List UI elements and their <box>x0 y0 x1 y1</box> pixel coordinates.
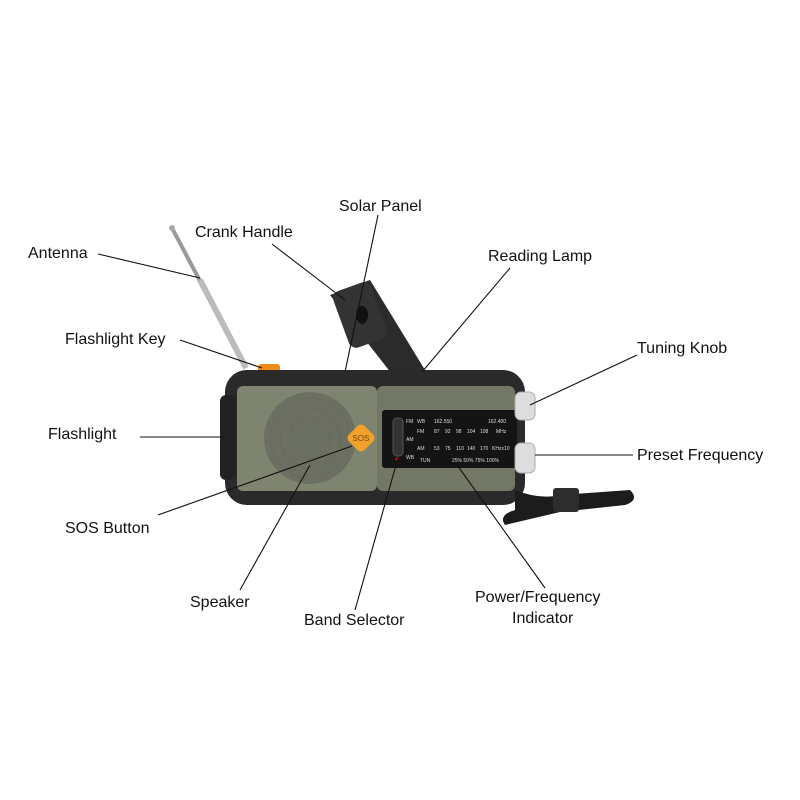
callout-lines <box>97 214 638 611</box>
svg-text:110: 110 <box>456 446 464 452</box>
speaker <box>264 392 356 484</box>
svg-text:104: 104 <box>467 429 476 435</box>
tuning-knob[interactable] <box>514 391 536 421</box>
crank-handle <box>330 280 425 378</box>
dial-display <box>382 410 517 468</box>
svg-text:KHzx10: KHzx10 <box>492 446 510 452</box>
dial-band-fm: FM <box>406 419 413 425</box>
svg-text:98: 98 <box>456 429 462 435</box>
antenna <box>169 225 249 370</box>
label-band-selector: Band Selector <box>304 612 405 629</box>
label-speaker: Speaker <box>190 594 250 611</box>
flashlight <box>220 395 236 480</box>
svg-text:FM: FM <box>417 429 424 435</box>
band-selector[interactable] <box>392 417 404 457</box>
power-frequency-indicator: 25% 50% 75% 100% <box>452 458 500 464</box>
label-sos-button: SOS Button <box>65 520 150 537</box>
svg-text:87: 87 <box>434 429 440 435</box>
label-reading-lamp: Reading Lamp <box>488 248 592 265</box>
dial-wb-low: 162.550 <box>434 419 452 425</box>
label-flashlight-key: Flashlight Key <box>65 331 166 348</box>
svg-text:108: 108 <box>480 429 489 435</box>
svg-text:MHz: MHz <box>496 429 507 435</box>
label-crank-handle: Crank Handle <box>195 224 293 241</box>
label-antenna: Antenna <box>28 245 88 262</box>
label-flashlight: Flashlight <box>48 426 117 443</box>
svg-text:170: 170 <box>480 446 489 452</box>
label-indicator: Indicator <box>512 610 574 627</box>
svg-text:53: 53 <box>434 446 440 452</box>
sos-button[interactable] <box>345 422 376 453</box>
svg-text:75: 75 <box>445 446 451 452</box>
dial-fm-row: FM 87 92 98 104 108 MHz <box>417 429 507 435</box>
dial-band-am: AM <box>406 437 414 443</box>
label-tuning-knob: Tuning Knob <box>637 340 727 357</box>
svg-text:AM: AM <box>417 446 425 452</box>
label-preset-frequency: Preset Frequency <box>637 447 763 464</box>
dial-am-row: AM 53 75 110 140 170 KHzx10 <box>417 446 510 452</box>
dial-tun: TUN <box>420 458 431 464</box>
radio-body: SOS FM AM WB WB 162.550 162.400 FM 87 92… <box>220 364 634 525</box>
dial-wb-high: 162.400 <box>488 419 506 425</box>
sos-text: SOS <box>353 434 370 443</box>
preset-frequency-knob[interactable] <box>514 442 536 474</box>
label-solar-panel: Solar Panel <box>339 198 422 215</box>
dial-wb: WB <box>417 419 426 425</box>
label-power-frequency: Power/Frequency <box>475 589 600 606</box>
svg-text:140: 140 <box>467 446 476 452</box>
dial-band-wb: WB <box>406 455 415 461</box>
svg-text:92: 92 <box>445 429 451 435</box>
